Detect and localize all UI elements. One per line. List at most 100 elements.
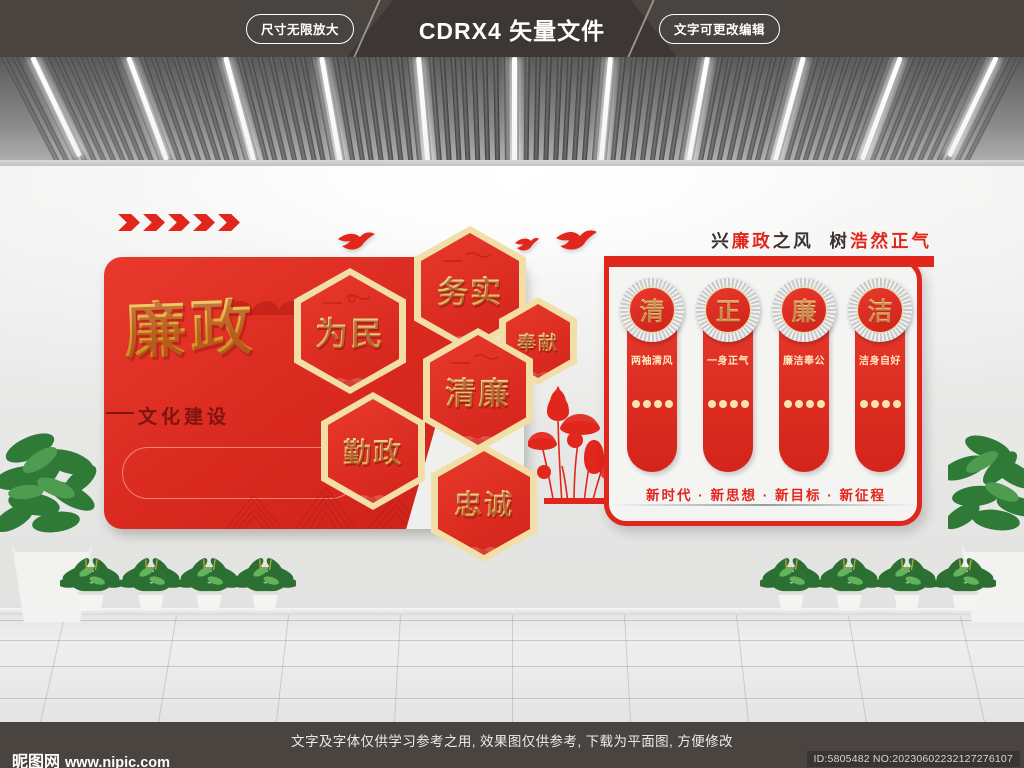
floor-grid-line — [0, 698, 1024, 699]
dot — [892, 400, 901, 408]
slogan-underline — [608, 504, 920, 506]
virtue-dots — [772, 400, 836, 408]
floor-grid-line — [847, 615, 867, 722]
mountain-pattern-decoration — [224, 486, 425, 529]
hexagon-label: 清廉 — [445, 368, 511, 413]
ceiling-slat — [503, 57, 510, 169]
dot — [729, 400, 738, 408]
artwork-headline: 兴廉政之风 树浩然正气 — [632, 228, 932, 253]
dot — [870, 400, 879, 408]
small-potted-plant — [934, 558, 996, 611]
small-potted-plant — [760, 558, 822, 611]
virtue-medallion: 正 — [696, 278, 760, 342]
dot — [740, 400, 749, 408]
virtue-medallion: 廉 — [772, 278, 836, 342]
floor-grid-line — [0, 640, 1024, 641]
chevron-arrows — [118, 214, 240, 231]
virtue-dots — [620, 400, 684, 408]
virtue-caption: 两袖清风 — [631, 356, 673, 367]
small-potted-plant — [120, 558, 182, 611]
cloud-line-decoration — [451, 353, 499, 364]
chevron-arrow-icon — [218, 214, 240, 231]
site-logo-url: www.nipic.com — [65, 755, 171, 768]
bottom-slogan: 新时代 · 新思想 · 新目标 · 新征程 — [646, 488, 886, 503]
dove-icon-left — [338, 232, 375, 250]
virtue-caption: 一身正气 — [707, 356, 749, 367]
dot — [794, 400, 803, 408]
floor-grid-line — [960, 616, 985, 722]
headline-segment: 浩然正气 — [850, 231, 932, 251]
ceiling-slat — [551, 57, 563, 169]
footer-note: 文字及字体仅供学习参考之用, 效果图仅供参考, 下载为平面图, 方便修改 — [291, 734, 733, 749]
top-banner: CDRX4 矢量文件 尺寸无限放大 文字可更改编辑 — [0, 0, 1024, 57]
dot — [881, 400, 890, 408]
floor-grid-line — [623, 614, 631, 722]
small-potted-plant — [60, 558, 122, 611]
virtue-column: 廉廉洁奉公 — [772, 278, 836, 474]
ceiling-slat — [541, 57, 552, 169]
virtue-character: 廉 — [772, 278, 836, 342]
ceiling-slat — [523, 57, 531, 169]
dot — [664, 400, 673, 408]
ceiling-slat — [471, 57, 482, 169]
virtue-character: 正 — [696, 278, 760, 342]
dot — [642, 400, 651, 408]
footer-bar: 文字及字体仅供学习参考之用, 效果图仅供参考, 下载为平面图, 方便修改 昵图网… — [0, 722, 1024, 768]
ceiling-slat — [482, 57, 492, 169]
virtue-column: 洁洁身自好 — [848, 278, 912, 474]
ceiling — [0, 57, 1024, 169]
chevron-arrow-icon — [168, 214, 190, 231]
hexagon-label: 为民 — [315, 307, 385, 355]
ceiling-slat — [492, 57, 501, 169]
dove-icon-right — [556, 230, 597, 250]
floor-grid-line — [40, 616, 65, 722]
small-potted-plant — [818, 558, 880, 611]
site-logo-cn: 昵图网 — [12, 754, 61, 768]
badge-scalable: 尺寸无限放大 — [246, 14, 355, 44]
ceiling-light-fixture — [512, 57, 517, 167]
badge-editable: 文字可更改编辑 — [658, 14, 780, 44]
virtue-dots — [848, 400, 912, 408]
dot — [653, 400, 662, 408]
virtue-dots — [696, 400, 760, 408]
chevron-arrow-icon — [118, 214, 140, 231]
virtue-caption: 洁身自好 — [859, 356, 901, 367]
virtue-medallion: 清 — [620, 278, 684, 342]
dove-icon-mid — [515, 237, 539, 251]
top-red-band — [604, 256, 934, 267]
hexagon-label: 忠诚 — [454, 483, 514, 523]
floor-grid-line — [512, 614, 513, 722]
hexagon-label: 勤政 — [343, 431, 403, 471]
floor-grid-line — [158, 615, 178, 722]
baseboard — [0, 608, 1024, 615]
virtue-column: 正一身正气 — [696, 278, 760, 474]
hexagon-label: 奉献 — [517, 328, 559, 355]
small-potted-plant — [234, 558, 296, 611]
dot — [783, 400, 792, 408]
virtue-character: 洁 — [848, 278, 912, 342]
floor-grid-line — [276, 614, 290, 722]
site-logo: 昵图网 www.nipic.com — [12, 748, 170, 768]
virtue-medallion: 洁 — [848, 278, 912, 342]
wall-artwork: 廉政 文化建设 — [96, 214, 934, 562]
hexagon-label: 务实 — [437, 267, 503, 312]
virtue-columns: 清两袖清风正一身正气廉廉洁奉公洁洁身自好 — [620, 278, 912, 478]
dot — [859, 400, 868, 408]
virtue-character: 清 — [620, 278, 684, 342]
large-plant-left — [0, 433, 97, 622]
headline-segment: 之风 — [772, 231, 814, 251]
floor-grid-line — [735, 614, 749, 722]
dot — [805, 400, 814, 408]
headline-segment: 兴 — [711, 231, 732, 251]
floor-grid-line — [0, 666, 1024, 667]
dot — [718, 400, 727, 408]
large-plant-right — [948, 435, 1024, 622]
floor — [0, 614, 1024, 722]
virtue-column: 清两袖清风 — [620, 278, 684, 474]
chevron-arrow-icon — [193, 214, 215, 231]
virtue-caption: 廉洁奉公 — [783, 356, 825, 367]
image-id-label: ID:5805482 NO:20230602232127276107 — [806, 751, 1020, 767]
headline-segment: 廉政 — [731, 231, 773, 251]
banner-title: CDRX4 矢量文件 — [418, 17, 606, 44]
